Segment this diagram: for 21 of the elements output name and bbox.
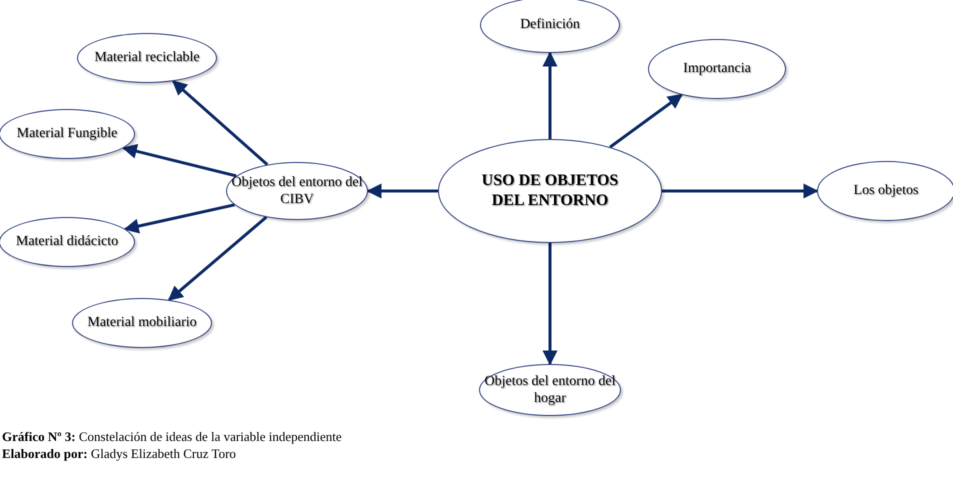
arrow xyxy=(122,144,237,178)
ellipse-node: Material reciclable xyxy=(77,33,217,83)
caption-text: Gráfico Nº 3: Constelación de ideas de la variable independiente xyxy=(2,428,342,445)
arrow xyxy=(542,52,558,139)
ellipse-node: Objetos del entorno del CIBV xyxy=(226,162,368,220)
caption-text: Elaborado por: Gladys Elizabeth Cruz Toro xyxy=(2,445,237,462)
ellipse-node: Objetos del entorno del hogar xyxy=(479,364,621,416)
arrow xyxy=(662,184,818,198)
ellipse-node: Material Fungible xyxy=(0,109,135,159)
arrow xyxy=(366,184,438,198)
ellipse-node: Los objetos xyxy=(817,161,953,221)
ellipse-node: Material mobiliario xyxy=(72,298,212,348)
arrow xyxy=(124,203,235,234)
arrow xyxy=(168,216,268,302)
central-ellipse: USO DE OBJETOS DEL ENTORNO xyxy=(438,139,662,243)
arrow xyxy=(542,243,558,366)
ellipse-node: Definición xyxy=(480,0,620,53)
ellipse-node: Importancia xyxy=(648,39,786,99)
ellipse-node: Material didácicto xyxy=(0,217,135,267)
arrow xyxy=(609,94,683,148)
arrow xyxy=(172,80,268,166)
